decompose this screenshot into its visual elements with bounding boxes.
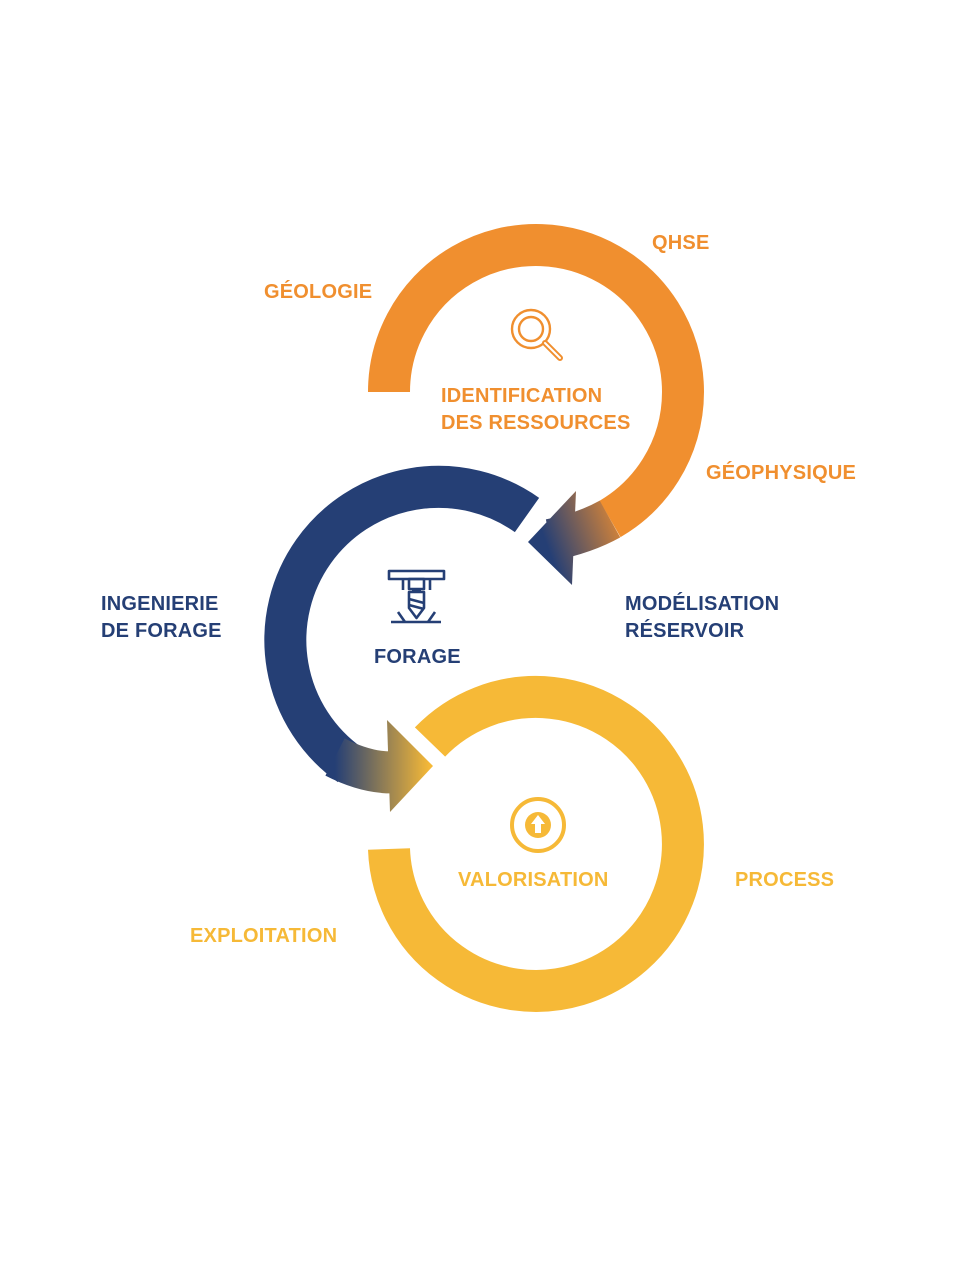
identification-title-line1: IDENTIFICATION — [441, 385, 603, 407]
label-modelisation-reservoir: MODÉLISATION RÉSERVOIR — [625, 591, 779, 645]
label-process: PROCESS — [735, 869, 835, 891]
label-ingenierie-line2: DE FORAGE — [101, 620, 222, 642]
identification-title: IDENTIFICATION DES RESSOURCES — [441, 383, 631, 437]
forage-title: FORAGE — [374, 646, 461, 668]
up-arrow-circle-icon — [510, 797, 566, 853]
magnifier-icon — [510, 308, 563, 361]
identification-title-line2: DES RESSOURCES — [441, 412, 631, 434]
label-geophysique: GÉOPHYSIQUE — [706, 462, 857, 484]
valorisation-ring — [368, 675, 704, 1012]
identification-arrowhead — [528, 491, 576, 585]
label-ingenierie-de-forage: INGENIERIE DE FORAGE — [101, 591, 222, 645]
valorisation-title: VALORISATION — [458, 869, 609, 891]
label-exploitation: EXPLOITATION — [190, 925, 338, 947]
label-modelisation-line1: MODÉLISATION — [625, 593, 780, 615]
forage-arrowhead — [387, 720, 433, 812]
label-qhse: QHSE — [652, 232, 710, 254]
label-modelisation-line2: RÉSERVOIR — [625, 620, 745, 642]
forage-ring — [264, 465, 540, 812]
label-ingenierie-line1: INGENIERIE — [101, 593, 219, 615]
identification-ring — [368, 223, 704, 585]
drill-rig-icon — [387, 569, 446, 624]
label-geologie: GÉOLOGIE — [264, 281, 373, 303]
